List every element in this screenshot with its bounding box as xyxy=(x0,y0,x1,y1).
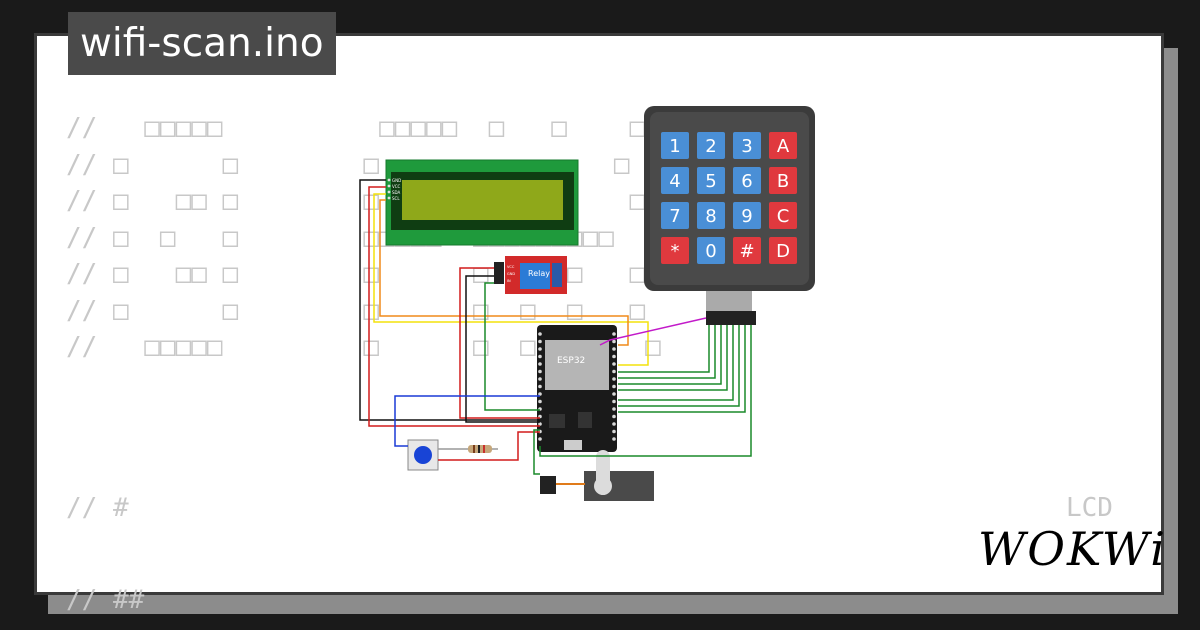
keypad-key-label: B xyxy=(777,171,789,192)
esp32-pin xyxy=(612,369,616,374)
keypad-key[interactable] xyxy=(697,237,725,264)
keypad-key-label: C xyxy=(777,206,790,227)
esp32-label: ESP32 xyxy=(557,356,585,366)
esp32-pin xyxy=(612,347,616,351)
keypad-key-label: A xyxy=(777,136,790,157)
keypad-key[interactable] xyxy=(697,167,725,194)
esp32-pin xyxy=(538,347,542,351)
keypad-key[interactable] xyxy=(661,132,689,159)
relay-label: Relay xyxy=(528,269,550,278)
keypad-key-label: 6 xyxy=(741,171,752,192)
esp32-pin xyxy=(612,354,616,359)
esp32-pin xyxy=(612,399,616,404)
keypad-key[interactable] xyxy=(769,237,797,264)
esp32-pin xyxy=(538,437,542,441)
keypad-key-label: 7 xyxy=(669,206,680,227)
lcd-pin-vcc: VCC xyxy=(392,184,401,189)
esp32-pin xyxy=(612,392,616,396)
keypad-key-label: 1 xyxy=(669,136,680,157)
esp32-pin xyxy=(538,384,542,389)
lcd-pin-sda: SDA xyxy=(392,190,401,195)
keypad-key-label: 2 xyxy=(705,136,716,157)
esp32-pin xyxy=(612,332,616,336)
esp32-pin xyxy=(612,437,616,441)
wokwi-logo: WOKWi xyxy=(978,522,1167,576)
keypad-key-label: 3 xyxy=(741,136,752,157)
esp32-pin xyxy=(612,362,616,366)
project-title: wifi-scan.ino xyxy=(68,12,336,75)
esp32-pin xyxy=(538,399,542,404)
lcd-pin-gnd: GND xyxy=(392,178,401,183)
esp32-pin xyxy=(538,362,542,366)
keypad-key[interactable] xyxy=(769,132,797,159)
code-comment-2: // ## xyxy=(66,585,145,615)
esp32-pin xyxy=(538,332,542,336)
esp32-pin xyxy=(612,414,616,419)
keypad-key[interactable] xyxy=(733,202,761,229)
resistor xyxy=(438,445,498,453)
keypad-key[interactable] xyxy=(661,167,689,194)
keypad-key[interactable] xyxy=(697,202,725,229)
keypad-key-label: 9 xyxy=(741,206,752,227)
lcd-display[interactable]: GND VCC SDA SCL xyxy=(385,159,579,246)
keypad-key[interactable] xyxy=(661,237,689,264)
preview-card xyxy=(34,33,1164,595)
servo-motor[interactable] xyxy=(540,450,654,501)
keypad-key[interactable] xyxy=(661,202,689,229)
esp32-pin xyxy=(538,354,542,359)
lcd-text-label: LCD xyxy=(1066,493,1113,523)
esp32-pin xyxy=(612,422,616,426)
keypad-key-label: * xyxy=(671,241,680,262)
code-background: // □□□□□ □□□□□ □ □ □□// □ □ □ □// □ □□ □… xyxy=(66,110,661,366)
esp32-pin xyxy=(612,384,616,389)
keypad-key-label: 5 xyxy=(705,171,716,192)
keypad-key[interactable] xyxy=(769,167,797,194)
esp32-pin xyxy=(538,369,542,374)
keypad-key[interactable] xyxy=(733,167,761,194)
keypad-key-label: D xyxy=(776,241,790,262)
keypad-key[interactable] xyxy=(733,237,761,264)
code-line: // □ □□ □ □ □ xyxy=(66,186,646,216)
keypad-key-label: 4 xyxy=(669,171,680,192)
keypad-key[interactable] xyxy=(697,132,725,159)
esp32-pin xyxy=(538,377,542,381)
esp32-pin xyxy=(538,392,542,396)
code-line: // □ □ □ □ □ □ □ xyxy=(66,295,646,326)
keypad-key-label: # xyxy=(739,241,754,262)
code-comment: // # xyxy=(66,493,129,523)
esp32-board[interactable]: ESP32 xyxy=(537,325,617,452)
keypad-key-label: 8 xyxy=(705,206,716,227)
lcd-pin-scl: SCL xyxy=(392,196,400,201)
code-line: // □ □ □ □ xyxy=(66,149,630,180)
esp32-pin xyxy=(612,339,616,344)
relay-module[interactable]: Relay VCC GND IN xyxy=(494,256,567,294)
esp32-pin xyxy=(538,422,542,426)
keypad-key-label: 0 xyxy=(705,241,716,262)
push-button[interactable] xyxy=(407,439,439,471)
esp32-pin xyxy=(612,377,616,381)
esp32-pin xyxy=(612,407,616,411)
keypad-key[interactable] xyxy=(769,202,797,229)
relay-pin-in: IN xyxy=(507,279,511,283)
esp32-pin xyxy=(538,339,542,344)
keypad-key[interactable] xyxy=(733,132,761,159)
esp32-pin xyxy=(612,429,616,434)
keypad[interactable]: 1 2 3 A 4 5 6 B 7 8 9 C * 0 # D xyxy=(644,106,815,325)
relay-pin-gnd: GND xyxy=(507,272,515,276)
relay-pin-vcc: VCC xyxy=(507,265,515,269)
